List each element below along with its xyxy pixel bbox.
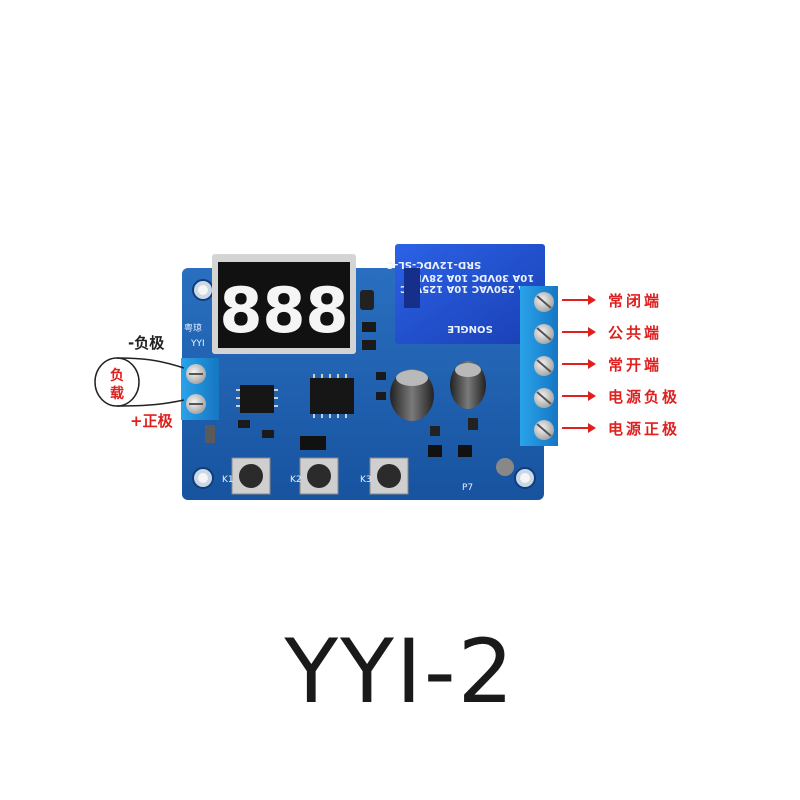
load-indicator: 负 载 -负极 +正极 <box>94 334 185 430</box>
arrow-right-icon <box>562 327 596 337</box>
positive-pole-label: +正极 <box>130 412 174 430</box>
relay: SRD-12VDC-SL-C 10A 30VDC 10A 28VDC 10A 2… <box>387 244 545 344</box>
display-digit: 8 <box>219 274 262 347</box>
button-label-k2: K2 <box>290 475 302 485</box>
smd-components <box>205 290 386 450</box>
silkscreen-text: YYI <box>190 339 205 349</box>
screw-slot <box>536 327 552 341</box>
arrow-right-icon <box>562 423 596 433</box>
relay-rating: 10A 30VDC 10A 28VDC <box>406 272 534 283</box>
display-digit: 8 <box>262 274 305 347</box>
screw-slot <box>536 359 552 373</box>
silkscreen-text: 粤琼 <box>184 322 202 334</box>
arrow-right-icon <box>562 295 596 305</box>
silkscreen-p7: P7 <box>462 483 473 493</box>
button-label-k1: K1 <box>222 475 234 485</box>
relay-brand: SONGLE <box>447 323 493 334</box>
screw-slot <box>536 391 552 405</box>
terminal-label: 电源负极 <box>608 388 680 406</box>
terminal-label: 常开端 <box>608 356 662 374</box>
product-model-title: YYI-2 <box>284 620 516 723</box>
relay-rating: 10A 250VAC 10A 125VAC <box>400 283 540 294</box>
transistors <box>428 418 478 457</box>
button-label-k3: K3 <box>360 475 372 485</box>
seven-segment-display: 8 8 8 <box>212 254 356 354</box>
electrolytic-capacitors <box>390 361 514 476</box>
push-buttons: K1 K2 K3 P7 <box>222 457 473 495</box>
output-terminal-block <box>520 286 558 446</box>
negative-pole-label: -负极 <box>128 334 165 352</box>
display-digit: 8 <box>305 274 348 347</box>
terminal-label: 常闭端 <box>608 292 662 310</box>
terminal-label: 电源正极 <box>608 420 680 438</box>
load-char-top: 负 <box>110 367 124 384</box>
screw-slot <box>536 423 552 437</box>
relay-model: SRD-12VDC-SL-C <box>387 259 481 270</box>
ic-chips <box>236 374 354 418</box>
screw-slot <box>536 295 552 309</box>
load-char-bottom: 载 <box>110 385 124 402</box>
arrow-right-icon <box>562 391 596 401</box>
arrow-right-icon <box>562 359 596 369</box>
terminal-label: 公共端 <box>608 324 662 342</box>
mounting-holes <box>192 279 536 489</box>
input-terminal-block <box>181 358 219 420</box>
